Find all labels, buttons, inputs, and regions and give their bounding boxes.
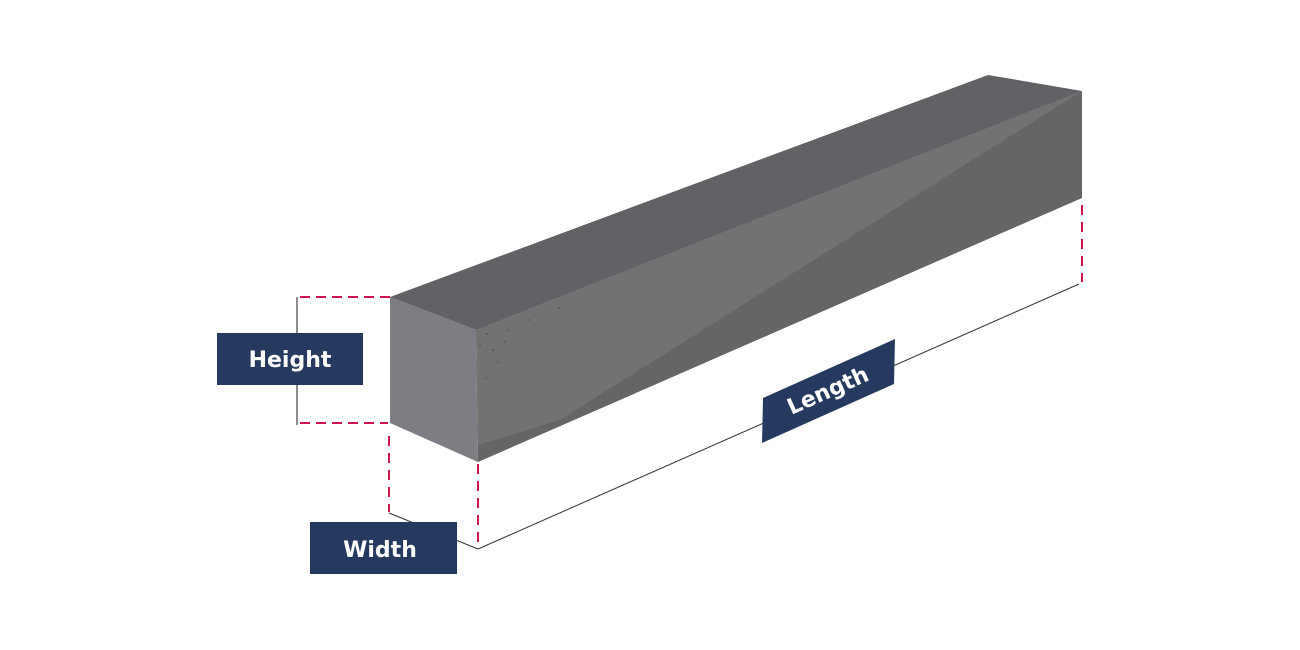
height-dimension: Height xyxy=(217,296,390,425)
height-label: Height xyxy=(249,348,332,373)
width-dimension: Width xyxy=(310,436,479,574)
length-dimension: Length xyxy=(477,205,1083,550)
bar-top-face xyxy=(390,75,1082,330)
texture-dots xyxy=(479,306,561,379)
rectangular-bar xyxy=(390,75,1082,462)
width-label: Width xyxy=(343,538,417,563)
length-label-box xyxy=(762,339,895,443)
width-label-box xyxy=(310,522,457,574)
bar-front-face xyxy=(390,297,478,462)
bar-side-highlight xyxy=(476,91,1082,445)
height-label-box xyxy=(217,333,363,385)
